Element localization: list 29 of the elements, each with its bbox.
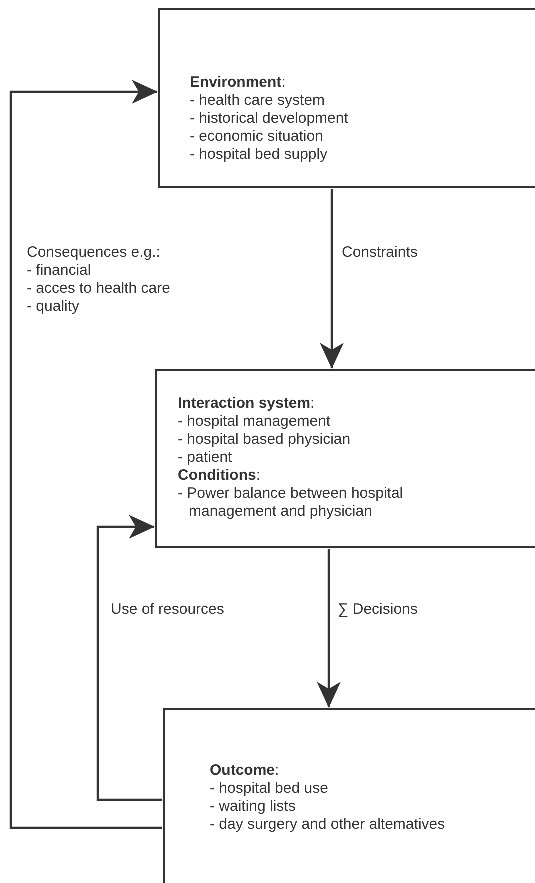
arrow [320, 189, 344, 369]
arrow [10, 80, 162, 830]
box-heading: Environment: [190, 74, 286, 92]
arrow [317, 549, 341, 708]
list-item: - quality [27, 298, 80, 316]
list-item: - hospital bed use [210, 780, 328, 798]
box-heading: Interaction system: [178, 395, 315, 413]
list-item: - Power balance between hospital management and physician [178, 485, 404, 521]
process-box [155, 369, 535, 548]
list-item: - hospital bed supply [190, 146, 328, 164]
edge-label: ∑ Decisions [338, 601, 418, 619]
list-item: - health care system [190, 92, 326, 110]
arrow [96, 515, 162, 802]
box-heading: Outcome: [210, 762, 280, 780]
list-item: - historical development [190, 110, 348, 128]
list-item: Conditions: [178, 467, 260, 485]
list-item: - day surgery and other altematives [210, 816, 446, 834]
edge-label: Use of resources [111, 601, 224, 619]
process-box [163, 708, 535, 883]
edge-label: Constraints [342, 244, 418, 262]
list-item: - hospital management [178, 413, 331, 431]
list-item: - acces to health care [27, 280, 170, 298]
list-item: - waiting lists [210, 798, 296, 816]
list-item: - hospital based physician [178, 431, 351, 449]
list-item: - patient [178, 449, 234, 467]
list-item: - economic situation [190, 128, 324, 146]
list-item: - financial [27, 262, 92, 280]
edge-label: Consequences e.g.: [27, 244, 160, 262]
process-box [158, 8, 535, 188]
